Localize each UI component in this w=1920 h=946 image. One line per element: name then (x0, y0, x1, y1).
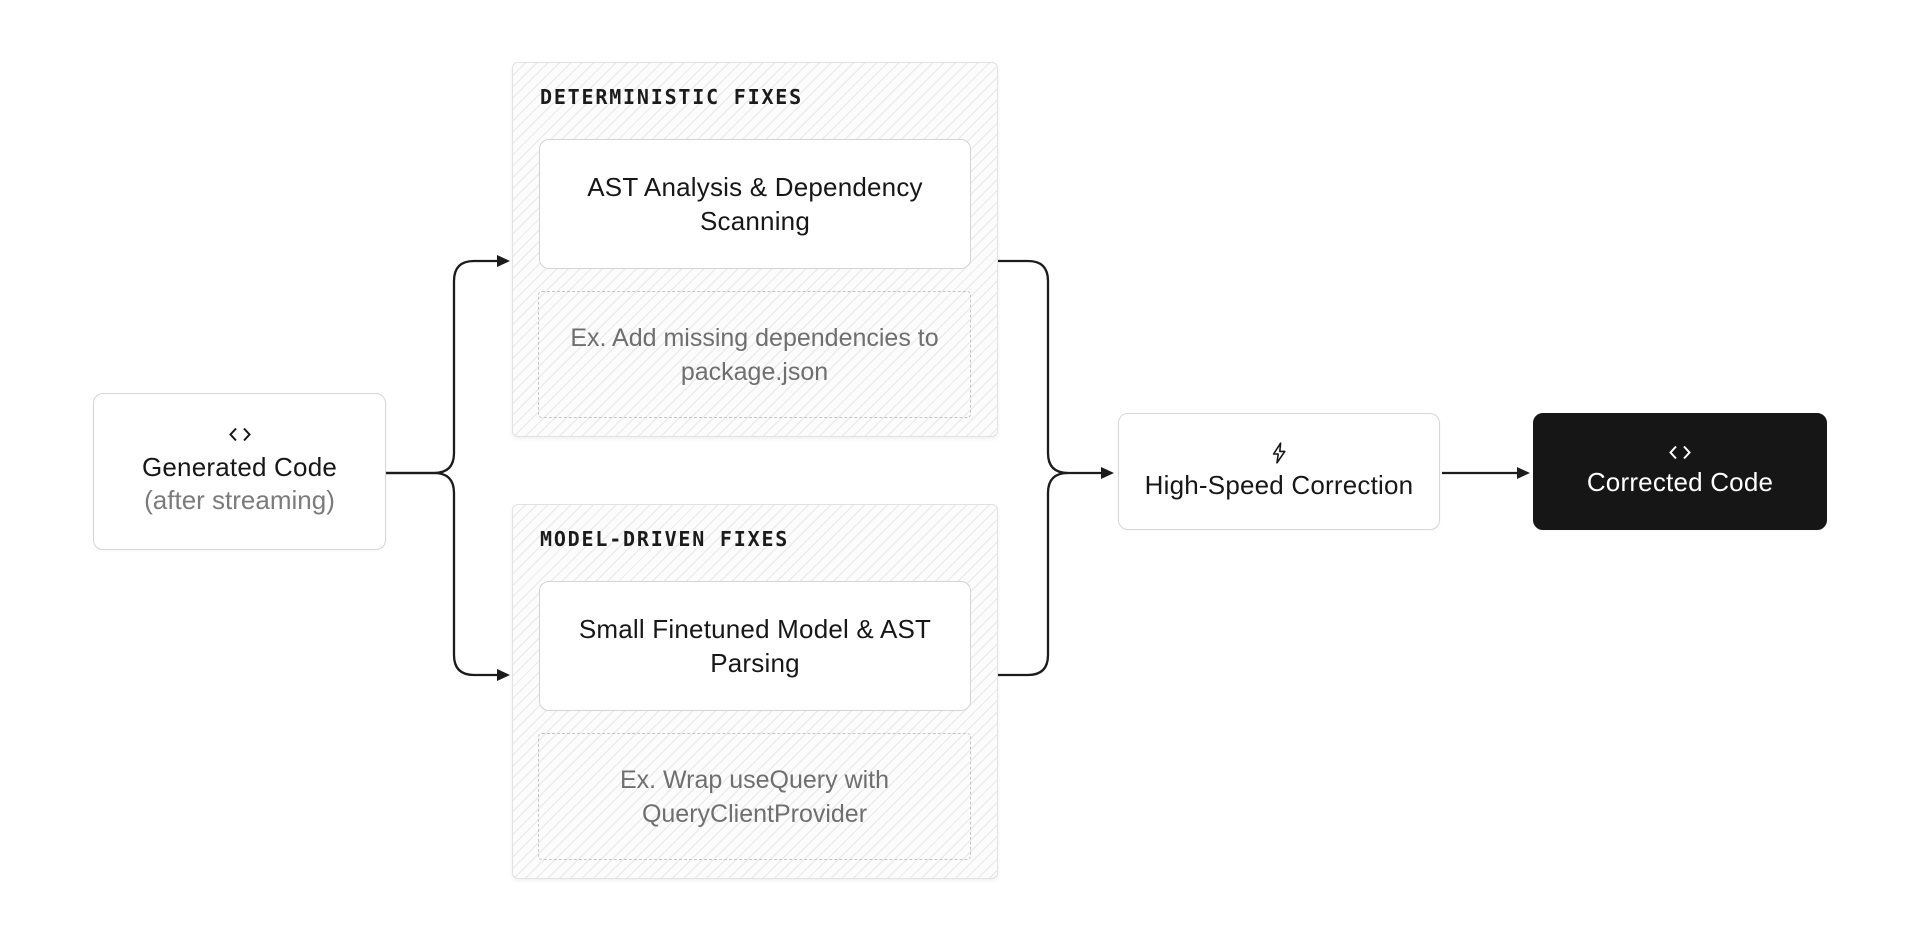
connector-source-to-model (386, 471, 500, 677)
connector-deterministic-to-merge (998, 259, 1104, 475)
example-label: Ex. Add missing dependencies to package.… (570, 323, 939, 386)
code-brackets-icon (1669, 445, 1691, 459)
example-box: Ex. Wrap useQuery with QueryClientProvid… (538, 733, 971, 860)
group-model-driven-fixes: MODEL-DRIVEN FIXES Small Finetuned Model… (512, 504, 998, 879)
step-label: AST Analysis & Dependency Scanning (587, 172, 923, 236)
arrowhead-output (1517, 467, 1530, 479)
group-header: MODEL-DRIVEN FIXES (540, 527, 790, 551)
node-title: Corrected Code (1586, 466, 1774, 497)
step-label: Small Finetuned Model & AST Parsing (578, 614, 932, 678)
node-subtitle: (after streaming) (144, 484, 335, 515)
group-header: DETERMINISTIC FIXES (540, 85, 803, 109)
node-high-speed-correction: High-Speed Correction (1118, 413, 1440, 530)
connector-model-to-merge (998, 471, 1069, 677)
node-title: High-Speed Correction (1144, 469, 1414, 500)
lightning-bolt-icon (1272, 441, 1286, 464)
code-brackets-icon (228, 427, 251, 441)
arrowhead-merge (1101, 467, 1114, 479)
arrowhead-deterministic (497, 255, 510, 267)
node-title: Generated Code (141, 451, 338, 482)
node-generated-code: Generated Code (after streaming) (93, 393, 386, 550)
step-box-ast-analysis: AST Analysis & Dependency Scanning (539, 139, 971, 269)
group-deterministic-fixes: DETERMINISTIC FIXES AST Analysis & Depen… (512, 62, 998, 437)
step-box-finetuned-model: Small Finetuned Model & AST Parsing (539, 581, 971, 711)
node-corrected-code: Corrected Code (1533, 413, 1827, 530)
connector-source-to-deterministic (386, 259, 500, 475)
example-label: Ex. Wrap useQuery with QueryClientProvid… (619, 765, 890, 828)
arrowhead-model (497, 669, 510, 681)
example-box: Ex. Add missing dependencies to package.… (538, 291, 971, 418)
